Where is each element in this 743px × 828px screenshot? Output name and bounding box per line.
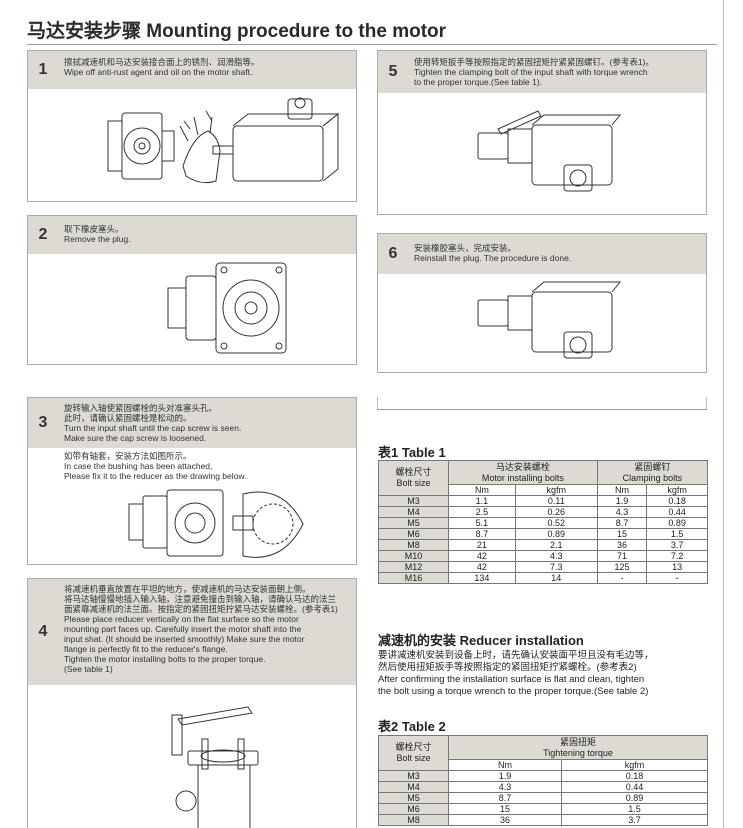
bushing-note: 如带有轴套，安装方法如图所示。In case the bushing has b… — [64, 451, 247, 481]
step-6-right-edge — [706, 397, 707, 409]
step-1-illustration — [107, 97, 340, 184]
step-3-instructions: 旋转输入轴使紧固螺栓的头对准塞头孔。此时，请确认紧固螺栓是松动的。Turn th… — [64, 403, 242, 443]
step-3-card: 3 旋转输入轴使紧固螺栓的头对准塞头孔。此时，请确认紧固螺栓是松动的。Turn … — [27, 397, 357, 565]
step-6-card: 6 安装橡胶塞头，完成安装。Reinstall the plug. The pr… — [377, 233, 707, 373]
motor-drawing — [212, 97, 340, 182]
page-edge-line — [723, 0, 724, 828]
reducer-installation-text: 要讲减速机安装到设备上时，请先确认安装面平坦且没有毛边等，然后使用扭矩扳手等按照… — [378, 650, 654, 697]
step-6-illustration — [477, 281, 622, 359]
wiping-hand-drawing — [179, 110, 221, 184]
page-title: 马达安装步骤 Mounting procedure to the motor — [27, 21, 447, 42]
step-number: 6 — [388, 245, 398, 262]
step-5-card: 5 使用转矩扳手等按照指定的紧固扭矩拧紧紧固螺钉。(参考表1)。Tighten … — [377, 50, 707, 215]
step-3-illustration — [128, 489, 304, 558]
step-4-header: 4 将减速机垂直放置在平坦的地方，使减速机的马达安装面朝上侧。将马达轴慢慢地插入… — [28, 579, 356, 685]
table-2-caption: 表2 Table 2 — [378, 719, 446, 734]
torque-wrench — [497, 110, 542, 135]
step-4-instructions: 将减速机垂直放置在平坦的地方，使减速机的马达安装面朝上侧。将马达轴慢慢地插入输入… — [64, 584, 338, 674]
step-1-instructions: 擦拭减速机和马达安装接合面上的锈剂、润滑脂等。Wipe off anti-rus… — [64, 57, 260, 77]
step-5-header: 5 使用转矩扳手等按照指定的紧固扭矩拧紧紧固螺钉。(参考表1)。Tighten … — [378, 51, 706, 93]
step-5-illustration — [477, 110, 622, 192]
step-6-header: 6 安装橡胶塞头，完成安装。Reinstall the plug. The pr… — [378, 234, 706, 274]
step-2-header: 2 取下橡皮塞头。Remove the plug. — [28, 216, 356, 254]
step-2-card: 2 取下橡皮塞头。Remove the plug. — [27, 215, 357, 365]
step-1-card: 1 擦拭减速机和马达安装接合面上的锈剂、润滑脂等。Wipe off anti-r… — [27, 50, 357, 202]
step-4-card: 4 将减速机垂直放置在平坦的地方，使减速机的马达安装面朝上侧。将马达轴慢慢地插入… — [27, 578, 357, 828]
step-6-bottom-rule — [377, 409, 707, 410]
reducer-installation-heading: 减速机的安装 Reducer installation — [378, 633, 584, 648]
step-number: 2 — [38, 226, 48, 243]
step-number: 5 — [388, 63, 398, 80]
bushing-section — [242, 491, 304, 558]
step-3-header: 3 旋转输入轴使紧固螺栓的头对准塞头孔。此时，请确认紧固螺栓是松动的。Turn … — [28, 398, 356, 448]
reducer-drawing — [107, 112, 175, 180]
step-6-instructions: 安装橡胶塞头，完成安装。Reinstall the plug. The proc… — [414, 243, 572, 263]
step-number: 1 — [38, 61, 48, 78]
step-2-illustration — [167, 262, 287, 354]
step-2-instructions: 取下橡皮塞头。Remove the plug. — [64, 224, 131, 244]
torque-wrench — [177, 706, 253, 726]
step-4-illustration — [171, 706, 259, 828]
step-1-header: 1 擦拭减速机和马达安装接合面上的锈剂、润滑脂等。Wipe off anti-r… — [28, 51, 356, 89]
table-1-caption: 表1 Table 1 — [378, 445, 446, 460]
title-divider — [27, 44, 717, 45]
step-number: 4 — [38, 623, 48, 640]
step-6-left-edge — [377, 397, 378, 409]
step-number: 3 — [38, 414, 48, 431]
step-5-instructions: 使用转矩扳手等按照指定的紧固扭矩拧紧紧固螺钉。(参考表1)。Tighten th… — [414, 57, 654, 87]
